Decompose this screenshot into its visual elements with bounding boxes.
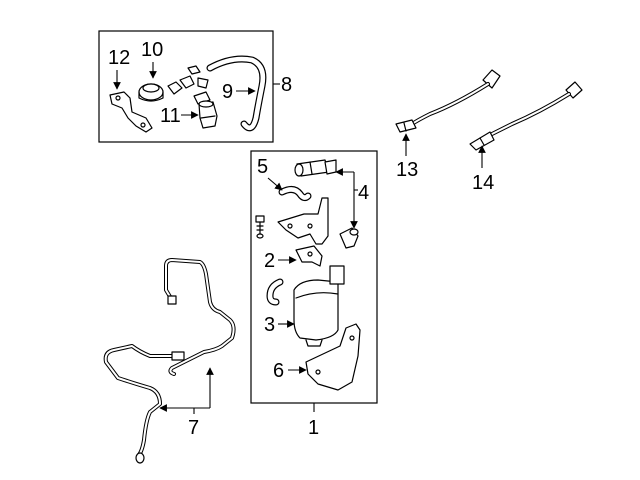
oxygen-sensor-13: [395, 69, 501, 133]
hose-part-9: [206, 55, 267, 132]
callout-12: 12: [108, 47, 130, 69]
callout-2: 2: [264, 250, 275, 272]
callout-10: 10: [141, 39, 163, 61]
purge-valve-part-4: [294, 159, 337, 177]
callout-9: 9: [222, 81, 233, 103]
canister-part-3: [293, 265, 345, 347]
valve-part-10: [138, 83, 164, 102]
bracket-part-12: [109, 91, 153, 133]
callout-1: 1: [308, 417, 319, 439]
callout-13: 13: [396, 159, 418, 181]
connector-parts-upper: [167, 65, 211, 105]
solenoid-part-11: [198, 100, 218, 129]
vapor-line-part-7: [103, 258, 236, 464]
callout-11: 11: [160, 105, 181, 127]
bracket-part-4: [277, 197, 329, 245]
bolt-part: [255, 215, 265, 239]
oxygen-sensor-14: [469, 81, 583, 151]
callout-7: 7: [188, 417, 199, 439]
hose-small-part: [266, 278, 284, 306]
callout-3: 3: [264, 314, 275, 336]
callout-6: 6: [273, 360, 284, 382]
elbow-part-4: [339, 227, 359, 249]
shield-part-6: [305, 323, 361, 391]
callout-14: 14: [472, 172, 494, 194]
leader-5: [267, 177, 283, 191]
callout-5: 5: [257, 156, 268, 178]
bracket-part-2: [295, 245, 323, 267]
callout-8: 8: [281, 74, 292, 96]
inset-box-upper: [98, 30, 274, 143]
hose-part-5: [278, 185, 312, 202]
callout-4: 4: [358, 182, 369, 204]
